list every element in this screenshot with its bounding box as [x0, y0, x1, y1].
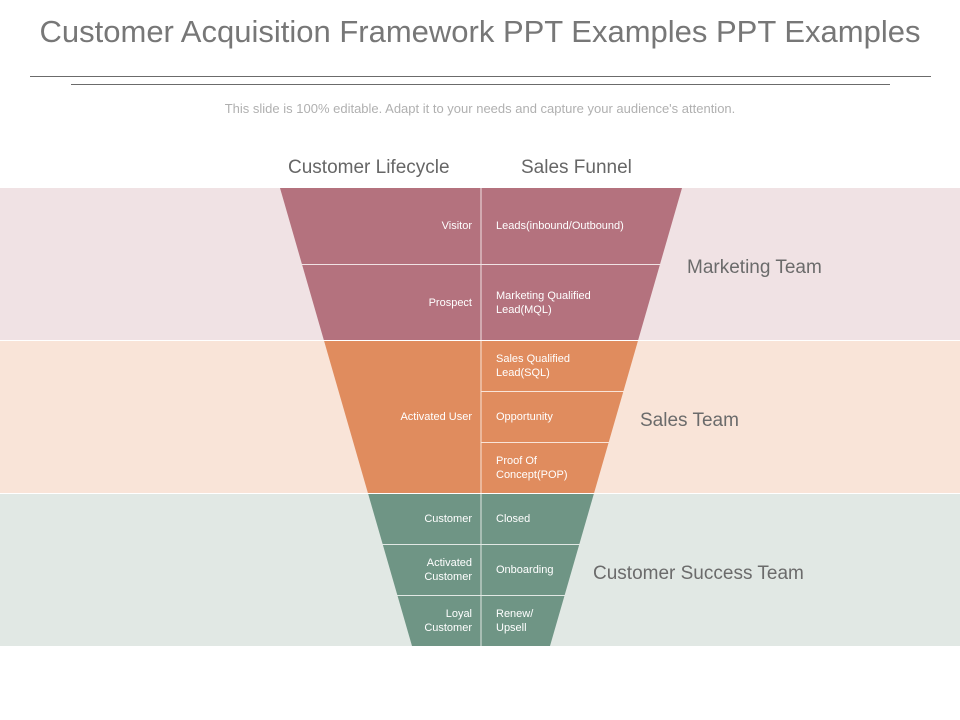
lifecycle-cell-prospect	[302, 265, 481, 340]
funnel-cell-onboarding	[481, 545, 580, 595]
funnel-label-1: Marketing Qualified Lead(MQL)	[496, 289, 591, 316]
lifecycle-cell-customer	[368, 494, 481, 544]
page-subtitle: This slide is 100% editable. Adapt it to…	[224, 101, 736, 116]
funnel-label-0: Leads(inbound/Outbound)	[496, 220, 624, 232]
lifecycle-label-5: Loyal Customer	[424, 608, 472, 634]
funnel-cell-renew-upsell	[481, 596, 565, 646]
funnel-cell-closed	[481, 494, 594, 544]
lifecycle-label-3: Customer	[424, 513, 472, 525]
funnel-label-2: Sales Qualified Lead(SQL)	[496, 353, 570, 379]
page-title: Customer Acquisition Framework PPT Examp…	[39, 14, 921, 49]
funnel-label-4: Proof Of Concept(POP)	[496, 455, 568, 481]
customer-success-team-label: Customer Success Team	[593, 563, 804, 584]
lifecycle-label-0: Visitor	[441, 220, 472, 232]
sales-team-label: Sales Team	[640, 410, 739, 431]
lifecycle-label-2: Activated User	[400, 411, 472, 423]
lifecycle-header: Customer Lifecycle	[288, 157, 450, 178]
funnel-cell-opportunity	[481, 392, 624, 442]
title-rule-top	[30, 76, 931, 77]
funnel-cell-pop	[481, 443, 609, 493]
funnel-label-7: Renew/ Upsell	[496, 608, 534, 634]
lifecycle-cell-activated-customer	[382, 545, 481, 595]
lifecycle-label-1: Prospect	[428, 296, 472, 309]
title-rule-bottom	[71, 84, 890, 85]
funnel-cell-mql	[481, 265, 660, 340]
lifecycle-cell-loyal-customer	[397, 596, 481, 646]
funnel-label-6: Onboarding	[496, 564, 554, 576]
lifecycle-label-4: Activated Customer	[424, 557, 472, 583]
funnel-cell-leads	[481, 188, 682, 264]
funnel-label-3: Opportunity	[496, 411, 553, 423]
marketing-team-label: Marketing Team	[687, 257, 822, 278]
funnel-cell-sql	[481, 341, 638, 391]
funnel-label-5: Closed	[496, 513, 531, 525]
lifecycle-cell-visitor	[280, 188, 481, 264]
lifecycle-cell-activated-user	[324, 341, 481, 493]
funnel-header: Sales Funnel	[521, 157, 632, 178]
